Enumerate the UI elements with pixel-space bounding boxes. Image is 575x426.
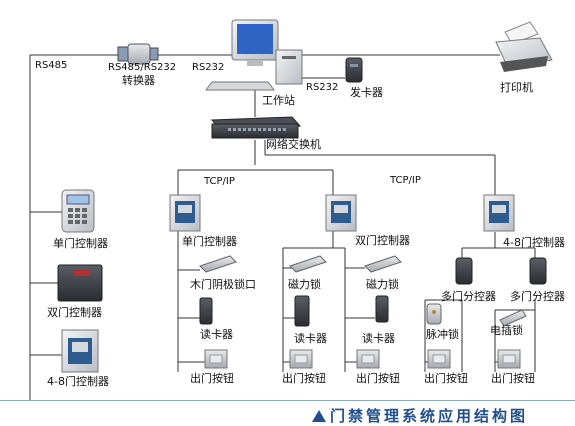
- electric-bolt-label: 电插锁: [490, 324, 523, 337]
- exit-button-label-1: 出门按钮: [190, 372, 234, 385]
- pulse-lock-label: 脉冲锁: [426, 328, 459, 341]
- reader-label-1: 读卡器: [200, 328, 233, 341]
- caption-triangle-icon: [312, 410, 326, 422]
- exit-button-icon-5: [497, 349, 521, 369]
- multi-sub-label-2: 多门分控器: [510, 290, 565, 303]
- card-issuer-icon: [345, 57, 363, 83]
- exit-button-icon-4: [427, 349, 451, 369]
- exit-button-icon-3: [356, 349, 380, 369]
- multi-door-net-label: 4-8门控制器: [503, 236, 565, 249]
- exit-button-label-2: 出门按钮: [282, 372, 326, 385]
- diagram-caption: 门禁管理系统应用结构图: [312, 405, 528, 426]
- sub-controller-icon-2: [529, 257, 547, 285]
- reader-label-3: 读卡器: [362, 332, 395, 345]
- mag-lock-icon-1: [289, 255, 327, 273]
- single-door-left-label: 单门控制器: [53, 237, 108, 250]
- multi-sub-label-1: 多门分控器: [441, 290, 496, 303]
- double-door-left-label: 双门控制器: [47, 306, 102, 319]
- rs232-left-label: RS232: [192, 62, 225, 73]
- printer-icon: [495, 21, 553, 72]
- converter-label-line2: 转换器: [122, 74, 155, 87]
- rs485-label: RS485: [35, 60, 68, 71]
- card-reader-icon-2: [294, 295, 310, 327]
- caption-divider: [0, 400, 575, 401]
- double-door-controller-icon: [57, 264, 103, 302]
- controller-box-double: [325, 194, 357, 232]
- caption-text: 门禁管理系统应用结构图: [330, 407, 529, 425]
- switch-icon: [210, 116, 302, 139]
- switch-label: 网络交换机: [266, 138, 321, 151]
- mag-lock-label-1: 磁力锁: [288, 278, 321, 291]
- exit-button-icon-1: [204, 349, 228, 369]
- exit-button-label-3: 出门按钮: [356, 372, 400, 385]
- tcpip-label-2: TCP/IP: [390, 175, 421, 186]
- printer-label: 打印机: [500, 81, 533, 94]
- card-issuer-label: 发卡器: [350, 86, 383, 99]
- workstation-icon: [205, 19, 303, 91]
- exit-button-label-4: 出门按钮: [424, 372, 468, 385]
- converter-icon: [117, 43, 159, 65]
- pulse-lock-icon: [426, 303, 442, 325]
- workstation-label: 工作站: [262, 94, 295, 107]
- mag-lock-label-2: 磁力锁: [366, 278, 399, 291]
- single-door-net-label: 单门控制器: [182, 235, 237, 248]
- multi-door-left-label: 4-8门控制器: [47, 375, 109, 388]
- card-reader-icon-1: [199, 297, 213, 325]
- keypad-controller-icon: [61, 189, 95, 233]
- controller-box-left: [61, 329, 99, 373]
- sub-controller-icon-1: [455, 257, 473, 285]
- card-reader-icon-3: [375, 295, 389, 323]
- rs232-right-label: RS232: [306, 82, 339, 93]
- exit-button-icon-2: [289, 349, 313, 369]
- reader-label-2: 读卡器: [294, 332, 327, 345]
- converter-label-line1: RS485/RS232: [108, 62, 177, 73]
- electric-bolt-icon: [499, 309, 527, 327]
- mag-lock-icon-2: [364, 255, 402, 273]
- double-door-net-label: 双门控制器: [355, 234, 410, 247]
- exit-button-label-5: 出门按钮: [491, 372, 535, 385]
- controller-box-single: [169, 194, 201, 232]
- strike-lock-icon: [199, 255, 237, 273]
- wood-door-lock-label: 木门阴极锁口: [190, 278, 256, 291]
- tcpip-label-1: TCP/IP: [204, 176, 235, 187]
- controller-box-multi: [483, 194, 515, 232]
